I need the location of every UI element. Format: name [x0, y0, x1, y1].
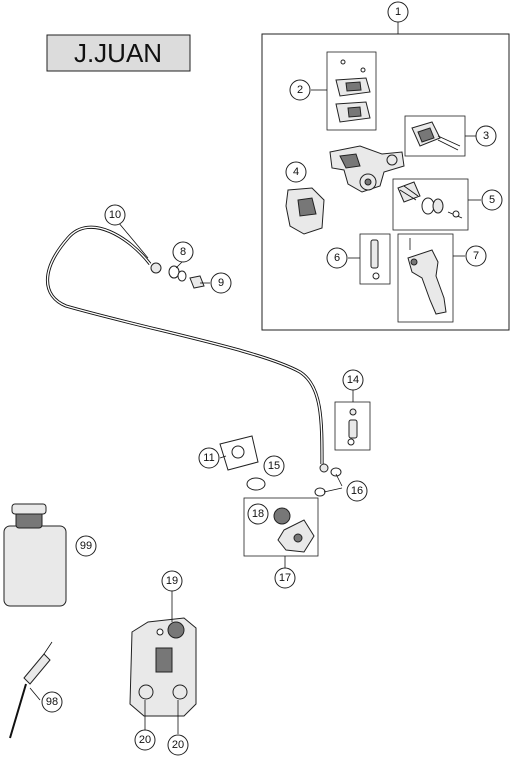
syringe-part: [9, 641, 53, 739]
callout-18: 18: [247, 503, 269, 525]
reservoir-cover-box: [326, 51, 377, 131]
piston-kit-part: [397, 181, 463, 219]
svg-text:7: 7: [473, 250, 479, 262]
callout-3: 3: [475, 125, 497, 147]
svg-text:10: 10: [109, 209, 121, 221]
callout-15: 15: [263, 455, 285, 477]
callout-11: 11: [198, 447, 220, 469]
pin-box: [359, 233, 391, 285]
callout-4: 4: [285, 161, 307, 183]
slave-cylinder-box: [243, 497, 319, 557]
brand-label: J.JUAN: [46, 34, 191, 72]
master-cylinder-frame: [261, 33, 510, 331]
callout-2: 2: [289, 79, 311, 101]
svg-text:19: 19: [166, 575, 178, 587]
banjo-washer-part: [168, 265, 187, 282]
clamp-part: [285, 187, 325, 235]
svg-text:14: 14: [347, 374, 359, 386]
svg-text:2: 2: [297, 84, 303, 96]
svg-text:9: 9: [218, 277, 224, 289]
bleed-screw-part: [189, 275, 205, 289]
master-cylinder-body-part: [329, 145, 405, 193]
callout-7: 7: [465, 245, 487, 267]
callout-20a: 20: [134, 729, 156, 751]
svg-text:8: 8: [180, 246, 186, 258]
clutch-cover-part: [129, 617, 197, 717]
svg-text:4: 4: [293, 166, 299, 178]
svg-text:17: 17: [279, 572, 291, 584]
hydraulic-hose-part: [45, 225, 329, 473]
slave-cylinder-part: [273, 507, 315, 553]
callout-1: 1: [387, 1, 409, 23]
sensor-part: [411, 121, 461, 151]
reservoir-cover-part: [335, 59, 371, 123]
callout-98: 98: [41, 691, 63, 713]
lever-box: [397, 233, 454, 323]
svg-text:98: 98: [46, 696, 58, 708]
svg-text:15: 15: [268, 460, 280, 472]
o-ring-part: [246, 477, 266, 491]
callout-19: 19: [161, 570, 183, 592]
svg-text:11: 11: [203, 452, 214, 464]
piston-kit-box: [392, 178, 469, 231]
callout-99: 99: [75, 535, 97, 557]
svg-text:18: 18: [252, 508, 264, 520]
svg-text:3: 3: [483, 130, 489, 142]
fluid-bottle-part: [3, 503, 67, 607]
svg-text:16: 16: [351, 485, 363, 497]
pin-part: [370, 239, 380, 280]
bleeder-valve-part: [347, 408, 358, 446]
svg-text:99: 99: [80, 540, 92, 552]
callout-16: 16: [346, 480, 368, 502]
callout-5: 5: [481, 189, 503, 211]
callout-9: 9: [210, 272, 232, 294]
brand-label-text: J.JUAN: [74, 38, 162, 68]
lever-part: [407, 238, 447, 315]
svg-text:1: 1: [395, 6, 401, 18]
callout-8: 8: [172, 241, 194, 263]
bleeder-box: [334, 401, 371, 451]
svg-text:6: 6: [334, 252, 340, 264]
svg-text:5: 5: [489, 194, 495, 206]
callout-14: 14: [342, 369, 364, 391]
svg-text:20: 20: [139, 734, 151, 746]
callout-6: 6: [326, 247, 348, 269]
svg-text:20: 20: [172, 739, 184, 751]
callout-10: 10: [104, 204, 126, 226]
callout-17: 17: [274, 567, 296, 589]
copper-washer-part: [314, 467, 342, 497]
leader-lines: [29, 89, 481, 734]
gasket-part: [219, 435, 259, 471]
callout-20b: 20: [167, 734, 189, 756]
